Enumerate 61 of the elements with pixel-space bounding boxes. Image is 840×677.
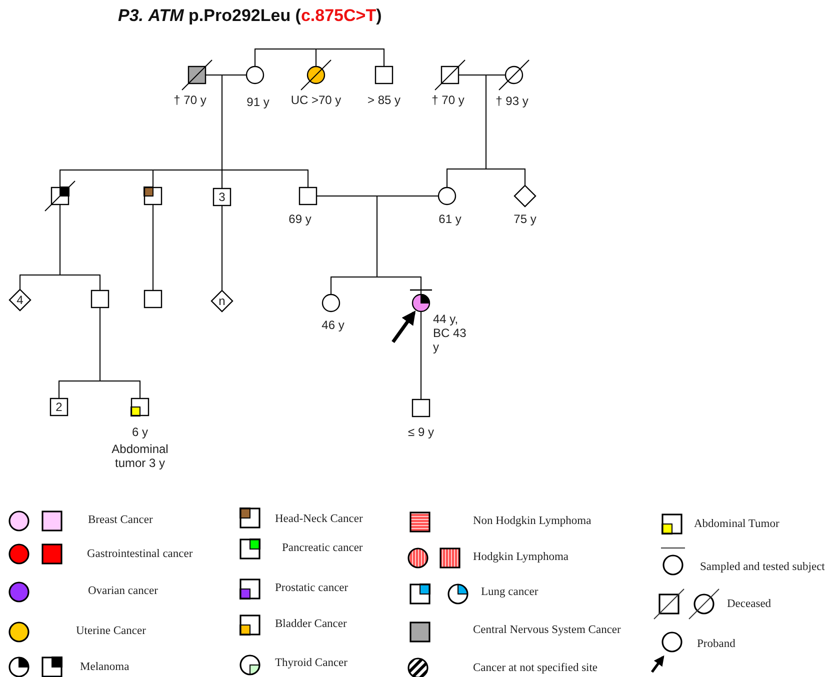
proband-arrow <box>392 310 416 344</box>
pedigree-line <box>486 74 526 186</box>
legend-label: Thyroid Cancer <box>275 657 348 669</box>
title: P3. ATM p.Pro292Leu (c.875C>T) <box>118 6 382 26</box>
male-symbol: 3 <box>213 188 231 206</box>
age-label: > 85 y <box>367 93 401 107</box>
pedigree-line <box>376 196 438 294</box>
legend-label: Pancreatic cancer <box>282 542 363 554</box>
legend-label: Hodgkin Lymphoma <box>473 551 569 563</box>
pedigree-line <box>60 204 100 290</box>
female-symbol <box>505 66 523 84</box>
female-symbol <box>307 66 325 84</box>
legend-label: Gastrointestinal cancer <box>87 548 193 560</box>
legend-label: Lung cancer <box>481 586 538 598</box>
age-label: Abdominal tumor 3 y <box>110 442 170 470</box>
male-symbol <box>412 399 430 417</box>
age-label: 69 y <box>288 212 312 226</box>
legend-label: Abdominal Tumor <box>694 518 780 530</box>
male-symbol: 2 <box>50 398 68 416</box>
male-symbol <box>131 398 149 416</box>
female-symbol <box>412 294 430 312</box>
legend-label: Proband <box>697 638 736 650</box>
legend-label: Head-Neck Cancer <box>275 513 363 525</box>
pedigree-line <box>100 308 140 398</box>
legend-label: Central Nervous System Cancer <box>473 624 621 636</box>
legend-label: Prostatic cancer <box>275 582 348 594</box>
legend-label: Sampled and tested subject <box>700 561 825 573</box>
female-symbol <box>246 66 264 84</box>
age-label: † 93 y <box>496 94 528 108</box>
female-symbol <box>438 187 456 205</box>
age-label: 46 y <box>322 318 344 332</box>
legend-label: Cancer at not specified site <box>473 662 598 674</box>
age-label: 61 y <box>438 212 462 226</box>
age-label: 75 y <box>514 212 536 226</box>
age-label: † 70 y <box>432 93 464 107</box>
male-symbol <box>299 187 317 205</box>
male-symbol <box>144 187 162 205</box>
age-label: 44 y, BC 43 y <box>433 312 468 354</box>
age-label: 91 y <box>246 95 270 109</box>
pedigree-line <box>420 312 422 400</box>
male-symbol <box>91 290 109 308</box>
legend-label: Non Hodgkin Lymphoma <box>473 515 592 527</box>
legend-label: Ovarian cancer <box>88 585 158 597</box>
female-symbol <box>322 294 340 312</box>
pedigree-line <box>152 204 154 290</box>
legend-label: Breast Cancer <box>88 514 153 526</box>
legend-label: Deceased <box>727 598 772 610</box>
male-symbol <box>375 66 393 84</box>
unknown-sex-symbol: n <box>211 290 233 312</box>
unknown-sex-symbol <box>514 185 536 207</box>
age-label: ≤ 9 y <box>408 425 434 439</box>
pedigree-line <box>254 48 384 66</box>
legend-label: Uterine Cancer <box>76 625 146 637</box>
age-label: 6 y <box>132 425 148 439</box>
legend-label: Melanoma <box>80 661 130 673</box>
male-symbol <box>144 290 162 308</box>
age-label: UC >70 y <box>290 93 342 107</box>
unknown-sex-symbol: 4 <box>9 289 31 311</box>
age-label: † 70 y <box>174 93 206 107</box>
legend-label: Bladder Cancer <box>275 618 347 630</box>
pedigree-line <box>222 74 308 188</box>
